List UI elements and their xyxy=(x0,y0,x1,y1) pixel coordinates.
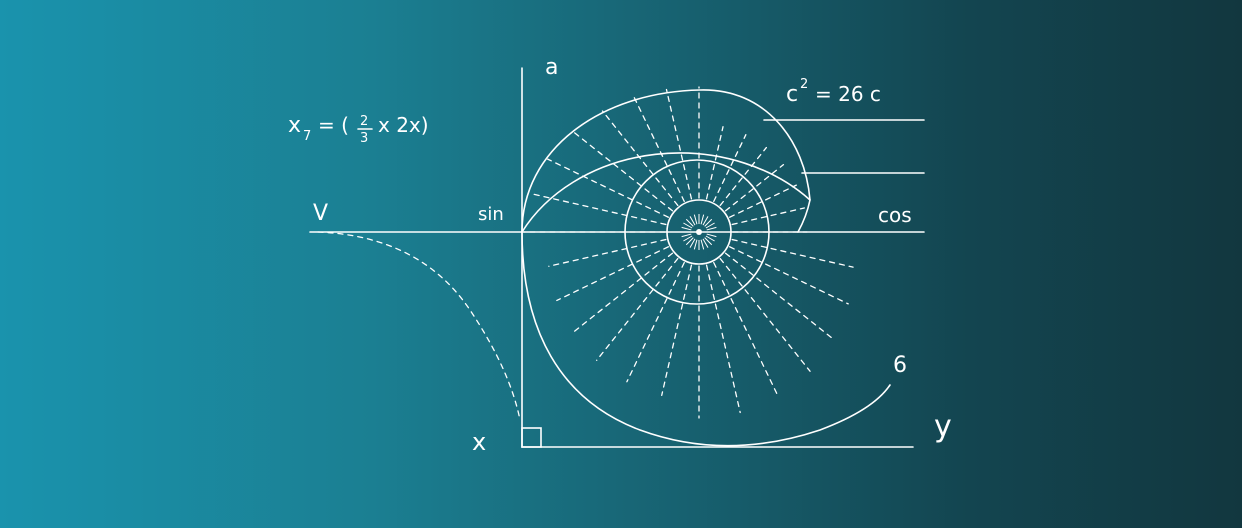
dashed-ray xyxy=(705,126,724,200)
burst-tick xyxy=(705,222,715,229)
dashed-ray xyxy=(731,207,805,226)
dashed-ray xyxy=(661,264,693,396)
svg-text:= 26 c: = 26 c xyxy=(815,82,881,106)
dashed-ray xyxy=(529,192,667,226)
spiral-curve xyxy=(521,152,891,447)
dashed-ray xyxy=(728,184,797,218)
label-x: x xyxy=(472,428,486,456)
svg-text:x: x xyxy=(288,113,301,138)
inner-circle-small xyxy=(666,199,732,265)
svg-text:2: 2 xyxy=(800,77,808,92)
burst-tick xyxy=(704,218,713,227)
label-y: y xyxy=(934,409,952,444)
dashed-ray xyxy=(731,238,854,268)
dashed-ray xyxy=(556,246,670,302)
burst-tick xyxy=(685,237,694,246)
burst-tick xyxy=(681,226,692,231)
label-sin: sin xyxy=(478,204,504,225)
burst-tick xyxy=(685,218,694,227)
dashed-ray xyxy=(601,110,679,207)
svg-text:c: c xyxy=(786,82,798,107)
dashed-ray xyxy=(547,158,670,218)
center-burst xyxy=(681,214,717,250)
dashed-ray xyxy=(713,134,747,203)
right-angle-marker xyxy=(521,427,542,448)
burst-tick xyxy=(693,214,698,225)
dashed-ray xyxy=(713,261,779,398)
svg-text:= (: = ( xyxy=(318,113,349,137)
radial-dashed-rays xyxy=(523,86,854,419)
dashed-ray xyxy=(724,164,785,212)
burst-tick xyxy=(704,237,713,246)
burst-tick xyxy=(700,214,705,225)
burst-tick xyxy=(681,233,692,238)
burst-tick xyxy=(689,216,696,226)
burst-tick xyxy=(702,238,709,248)
dashed-ray xyxy=(724,252,835,341)
burst-tick xyxy=(683,222,693,229)
formula-c2: c 2 = 26 c xyxy=(786,77,881,107)
formula-left: x 7 = ( 2 3 x 2x) xyxy=(288,113,429,146)
label-cos: cos xyxy=(878,203,912,227)
dashed-ray xyxy=(719,257,811,372)
svg-text:3: 3 xyxy=(360,131,368,146)
burst-tick xyxy=(702,216,709,226)
burst-tick xyxy=(693,239,698,250)
burst-tick xyxy=(706,233,717,238)
dashed-ray xyxy=(719,146,767,207)
label-b: 6 xyxy=(893,353,907,378)
spiral-outer-arc xyxy=(521,89,811,233)
label-a: a xyxy=(545,55,558,80)
dashed-ray xyxy=(596,257,679,361)
burst-tick xyxy=(700,239,705,250)
dashed-ray xyxy=(728,246,849,305)
burst-tick xyxy=(706,226,717,231)
dashed-ray xyxy=(572,252,674,334)
dashed-ray xyxy=(665,88,693,200)
burst-tick xyxy=(689,238,696,248)
dashed-ray xyxy=(572,130,674,212)
svg-text:2: 2 xyxy=(360,114,368,129)
dashed-ray xyxy=(705,264,741,414)
label-v: V xyxy=(313,201,328,226)
dashed-curve-v xyxy=(317,231,521,421)
svg-text:x 2x): x 2x) xyxy=(378,113,429,137)
burst-tick xyxy=(683,235,693,242)
svg-text:7: 7 xyxy=(303,129,311,144)
dashed-ray xyxy=(548,238,667,267)
burst-tick xyxy=(705,235,715,242)
center-dot xyxy=(696,229,702,235)
dashed-ray xyxy=(626,261,685,383)
